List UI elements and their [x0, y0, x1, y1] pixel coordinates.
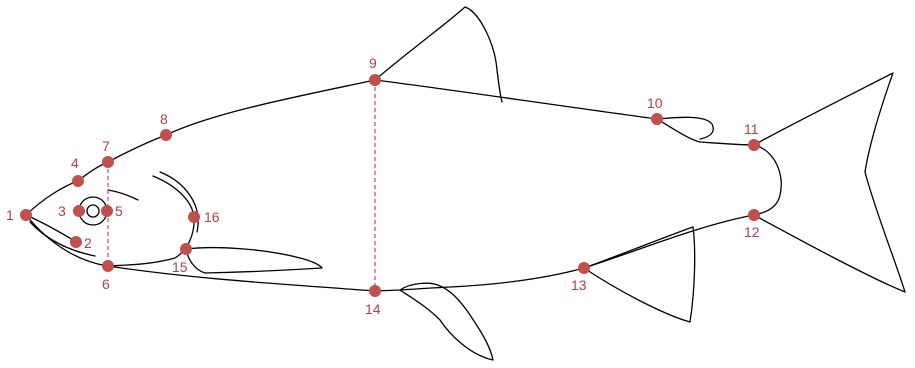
- pectoral-fin: [186, 248, 322, 273]
- caudal-peduncle: [754, 145, 781, 215]
- landmark-7-label: 7: [102, 138, 110, 154]
- landmark-3-label: 3: [58, 203, 66, 219]
- landmark-2-dot: [70, 236, 82, 248]
- landmark-2-label: 2: [84, 235, 92, 251]
- landmark-5-dot: [101, 205, 113, 217]
- landmark-9-label: 9: [369, 55, 377, 71]
- dorsal-fin: [375, 7, 502, 102]
- landmark-1-dot: [20, 209, 32, 221]
- gill-line: [160, 172, 198, 232]
- landmark-16-label: 16: [204, 209, 220, 225]
- landmark-15-dot: [180, 243, 192, 255]
- landmark-8-label: 8: [160, 111, 168, 127]
- landmark-11-dot: [748, 139, 760, 151]
- landmark-10-dot: [651, 113, 663, 125]
- guide-lines: [108, 80, 375, 291]
- anal-fin: [584, 227, 695, 322]
- fish-outline: [26, 7, 905, 360]
- caudal-fin: [754, 73, 905, 292]
- landmark-14-label: 14: [365, 301, 381, 317]
- landmark-13-dot: [578, 262, 590, 274]
- landmark-9-dot: [369, 74, 381, 86]
- landmark-1-label: 1: [6, 207, 14, 223]
- landmark-3-dot: [73, 205, 85, 217]
- landmark-16-dot: [188, 211, 200, 223]
- landmark-10-label: 10: [647, 95, 663, 111]
- dorsal-profile: [26, 80, 754, 215]
- landmark-8-dot: [160, 129, 172, 141]
- landmark-6-label: 6: [102, 276, 110, 292]
- landmark-4-dot: [72, 175, 84, 187]
- mouth-line: [26, 215, 78, 243]
- landmark-6-dot: [102, 260, 114, 272]
- landmark-12-label: 12: [744, 224, 760, 240]
- landmark-14-dot: [369, 285, 381, 297]
- pelvic-fin: [400, 283, 493, 360]
- landmark-5-label: 5: [115, 203, 123, 219]
- landmark-13-label: 13: [571, 277, 587, 293]
- cheek-line: [108, 190, 138, 200]
- ventral-profile: [26, 215, 754, 291]
- landmark-4-label: 4: [71, 155, 79, 171]
- landmark-11-label: 11: [744, 121, 759, 137]
- landmark-15-label: 15: [172, 259, 188, 275]
- landmark-12-dot: [748, 209, 760, 221]
- eye-pupil: [87, 205, 99, 217]
- landmark-7-dot: [102, 156, 114, 168]
